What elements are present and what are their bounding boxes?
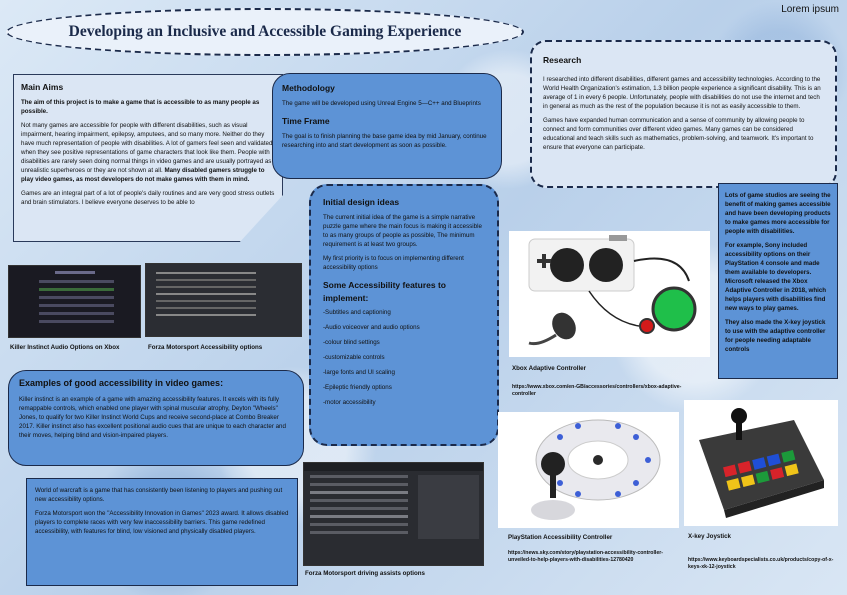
methodology-heading: Methodology — [282, 83, 335, 93]
methodology-panel: Methodology The game will be developed u… — [272, 73, 502, 179]
methodology-text: The game will be developed using Unreal … — [282, 100, 481, 108]
research-paragraph-1: I researched into different disabilities… — [543, 76, 821, 111]
killer-instinct-screenshot — [8, 265, 141, 338]
main-aims-lead: The aim of this project is to make a gam… — [21, 99, 260, 116]
examples-heading: Examples of good accessibility in video … — [19, 378, 224, 388]
main-aims-heading: Main Aims — [21, 82, 64, 92]
studios-paragraph-2: For example, Sony included accessibility… — [725, 241, 827, 312]
studios-paragraph-3: They also made the X-key joystick to use… — [725, 318, 826, 353]
timeframe-text: The goal is to finish planning the base … — [282, 132, 487, 149]
research-paragraph-2: Games have expanded human communication … — [543, 117, 814, 152]
xkey-illustration — [699, 408, 824, 518]
initial-ideas-paragraph-2: My first priority is to focus on impleme… — [323, 255, 464, 272]
initial-ideas-paragraph-1: The current initial idea of the game is … — [323, 214, 482, 249]
forza-accessibility-screenshot — [145, 263, 302, 337]
research-panel: Research I researched into different dis… — [530, 40, 837, 188]
feature-item: -large fonts and UI scaling — [323, 368, 395, 376]
xkey-joystick-photo — [684, 400, 838, 526]
playstation-url: https://news.sky.com/story/playstation-a… — [508, 550, 663, 564]
timeframe-heading: Time Frame — [282, 116, 330, 127]
main-aims-paragraph-2: Games are an integral part of a lot of p… — [21, 190, 275, 207]
initial-ideas-panel: Initial design ideas The current initial… — [309, 184, 499, 446]
main-aims-paragraph-1: Not many games are accessible for people… — [21, 122, 275, 185]
playstation-controller-illustration — [531, 419, 661, 520]
forza-accessibility-caption: Forza Motorsport Accessibility options — [148, 344, 263, 351]
xbox-controller-illustration — [528, 235, 697, 346]
xbox-url: https://www.xbox.com/en-GB/accessories/c… — [512, 384, 682, 398]
studios-paragraph-1: Lots of game studios are seeing the bene… — [725, 192, 831, 235]
feature-item: -motor accessibility — [323, 398, 376, 406]
forza-driving-assists-screenshot — [303, 462, 484, 566]
page-title: Developing an Inclusive and Accessible G… — [68, 23, 462, 40]
research-heading: Research — [543, 55, 582, 65]
playstation-controller-photo — [498, 412, 679, 528]
wow-forza-panel: World of warcraft is a game that has con… — [26, 478, 298, 586]
initial-ideas-heading: Initial design ideas — [323, 197, 400, 207]
killer-instinct-caption: Killer Instinct Audio Options on Xbox — [10, 344, 120, 351]
main-aims-text: Not many games are accessible for people… — [21, 122, 273, 175]
feature-item: -customizable controls — [323, 353, 385, 361]
xkey-url: https://www.keyboardspecialists.co.uk/pr… — [688, 557, 834, 571]
corner-label: Lorem ipsum — [781, 4, 839, 15]
xkey-caption: X-key Joystick — [688, 533, 731, 540]
feature-item: -colour blind settings — [323, 338, 380, 346]
feature-item: -Audio voiceover and audio options — [323, 323, 420, 331]
forza-driving-caption: Forza Motorsport driving assists options — [305, 570, 425, 577]
title-banner: Developing an Inclusive and Accessible G… — [6, 8, 524, 56]
main-aims-panel: Main Aims The aim of this project is to … — [13, 74, 283, 242]
features-heading: Some Accessibility features to implement… — [323, 280, 446, 303]
examples-text: Killer instinct is an example of a game … — [19, 396, 286, 439]
wow-paragraph: World of warcraft is a game that has con… — [35, 487, 283, 503]
xbox-adaptive-controller-photo — [509, 231, 710, 357]
feature-item: -Epileptic friendly options — [323, 383, 392, 391]
examples-panel: Examples of good accessibility in video … — [8, 370, 304, 466]
studios-panel: Lots of game studios are seeing the bene… — [718, 183, 838, 379]
forza-award-paragraph: Forza Motorsport won the "Accessibility … — [35, 509, 289, 535]
playstation-controller-caption: PlayStation Accessibility Controller — [508, 534, 613, 541]
xbox-controller-caption: Xbox Adaptive Controller — [512, 365, 587, 372]
feature-item: -Subtitles and captioning — [323, 308, 391, 316]
main-aims-bold-text: Many disabled gamers struggle to play vi… — [21, 167, 265, 184]
